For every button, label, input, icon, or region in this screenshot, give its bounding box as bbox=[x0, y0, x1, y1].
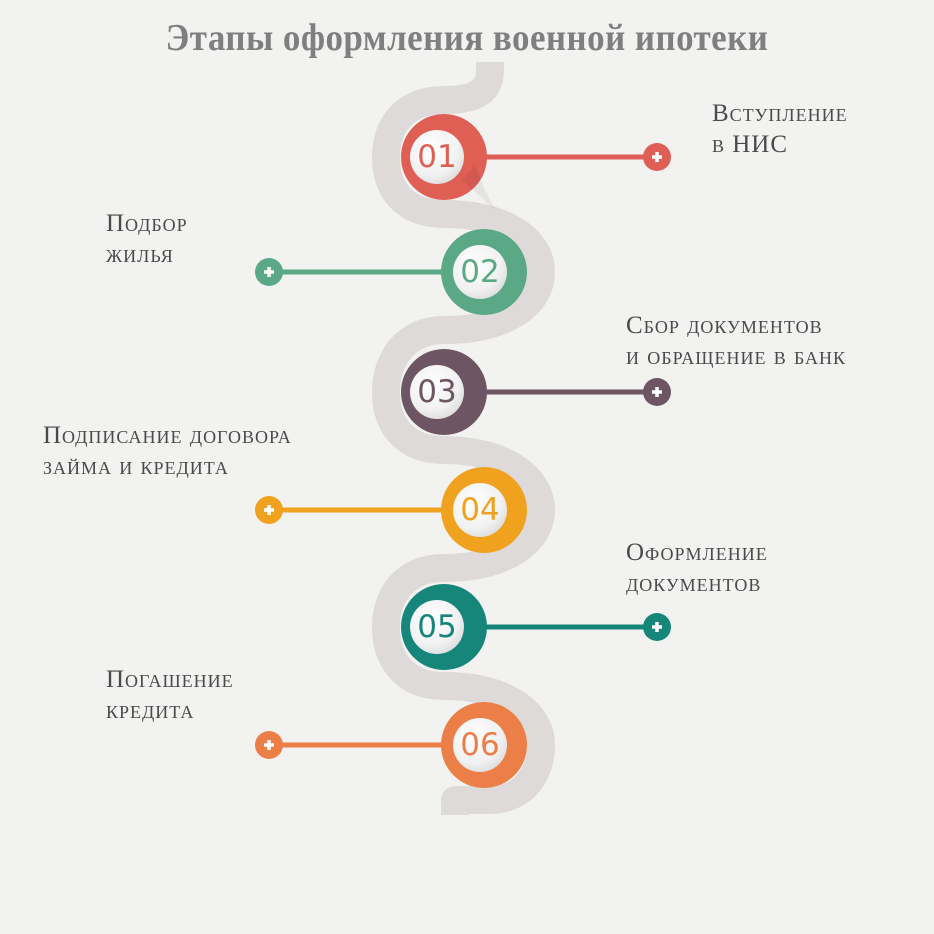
step-label-line2: жилья bbox=[106, 241, 174, 268]
step-label-line1: Вступление bbox=[712, 100, 848, 127]
step-number: 02 bbox=[460, 254, 499, 290]
step-label-02: Подбор жилья bbox=[106, 208, 188, 270]
step-number: 03 bbox=[417, 374, 456, 410]
step-label-line1: Подбор bbox=[106, 210, 188, 237]
step-05: 05 bbox=[401, 584, 671, 670]
step-label-line1: Подписание договора bbox=[43, 422, 292, 449]
step-03: 03 bbox=[401, 349, 671, 435]
step-label-04: Подписание договора займа и кредита bbox=[43, 420, 292, 482]
step-label-01: Вступление в НИС bbox=[712, 98, 848, 160]
step-label-line2: займа и кредита bbox=[43, 453, 229, 480]
step-number: 01 bbox=[417, 139, 456, 175]
step-label-line1: Сбор документов bbox=[626, 312, 823, 339]
step-label-line2: в НИС bbox=[712, 131, 789, 158]
step-02: 02 bbox=[255, 229, 527, 315]
step-number: 04 bbox=[460, 492, 499, 528]
step-01: 01 bbox=[401, 114, 671, 210]
step-label-line2: документов bbox=[626, 570, 762, 597]
step-label-line2: кредита bbox=[106, 697, 195, 724]
step-label-line1: Погашение bbox=[106, 666, 234, 693]
step-number: 06 bbox=[460, 727, 499, 763]
plus-icon bbox=[264, 267, 274, 277]
plus-icon bbox=[264, 740, 274, 750]
plus-icon bbox=[652, 152, 662, 162]
step-label-line2: и обращение в банк bbox=[626, 343, 847, 370]
step-number: 05 bbox=[417, 609, 456, 645]
serpentine-path bbox=[372, 56, 555, 815]
step-label-03: Сбор документов и обращение в банк bbox=[626, 310, 846, 372]
step-06: 06 bbox=[255, 702, 527, 788]
step-04: 04 bbox=[255, 467, 527, 553]
plus-icon bbox=[264, 505, 274, 515]
step-label-05: Оформление документов bbox=[626, 537, 768, 599]
step-label-06: Погашение кредита bbox=[106, 664, 234, 726]
plus-icon bbox=[652, 387, 662, 397]
page-title: Этапы оформления военной ипотеки bbox=[165, 17, 769, 59]
step-label-line1: Оформление bbox=[626, 539, 768, 566]
plus-icon bbox=[652, 622, 662, 632]
